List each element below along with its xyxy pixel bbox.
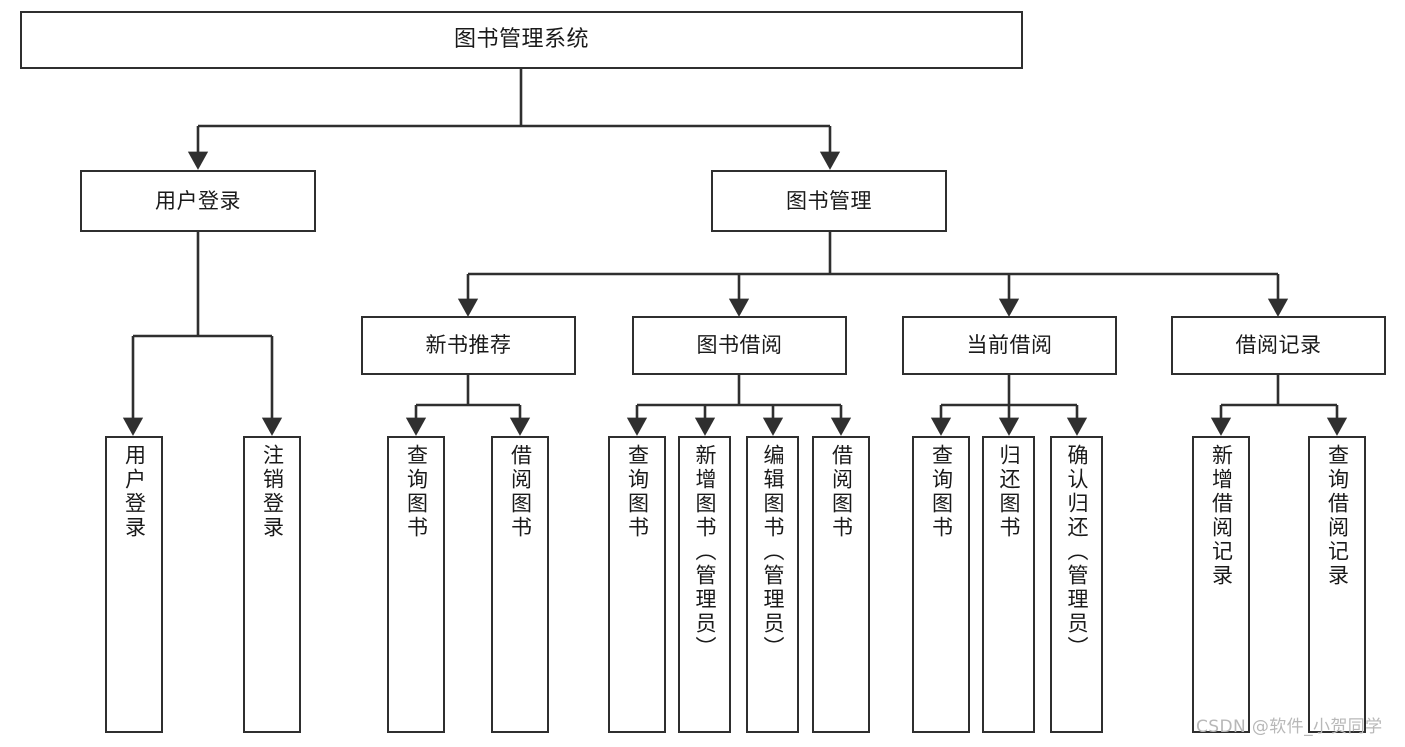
node-leaf-add-book-admin-label: 新增图书（管理员） [693, 444, 717, 660]
node-leaf-return-book[interactable]: 归还图书 [982, 436, 1035, 733]
node-leaf-edit-book-admin[interactable]: 编辑图书（管理员） [746, 436, 799, 733]
node-book-management-label: 图书管理 [786, 188, 872, 213]
node-book-borrow[interactable]: 图书借阅 [632, 316, 847, 375]
node-leaf-query-borrow-record[interactable]: 查询借阅记录 [1308, 436, 1366, 733]
node-leaf-confirm-return-admin[interactable]: 确认归还（管理员） [1050, 436, 1103, 733]
node-leaf-query-book-current-label: 查询图书 [929, 444, 954, 540]
node-current-borrow[interactable]: 当前借阅 [902, 316, 1117, 375]
node-leaf-query-book-current[interactable]: 查询图书 [912, 436, 970, 733]
node-book-borrow-label: 图书借阅 [696, 333, 783, 358]
node-leaf-logout[interactable]: 注销登录 [243, 436, 301, 733]
node-leaf-return-book-label: 归还图书 [997, 444, 1021, 540]
node-leaf-edit-book-admin-label: 编辑图书（管理员） [761, 444, 785, 660]
node-leaf-logout-label: 注销登录 [260, 444, 285, 540]
node-borrow-records[interactable]: 借阅记录 [1171, 316, 1386, 375]
node-leaf-query-book-new[interactable]: 查询图书 [387, 436, 445, 733]
node-leaf-user-login[interactable]: 用户登录 [105, 436, 163, 733]
node-leaf-query-borrow-record-label: 查询借阅记录 [1325, 444, 1350, 588]
node-leaf-query-book-borrow[interactable]: 查询图书 [608, 436, 666, 733]
node-leaf-query-book-borrow-label: 查询图书 [625, 444, 650, 540]
node-user-login[interactable]: 用户登录 [80, 170, 316, 232]
node-book-management[interactable]: 图书管理 [711, 170, 947, 232]
node-leaf-confirm-return-admin-label: 确认归还（管理员） [1065, 444, 1089, 660]
node-leaf-borrow-book[interactable]: 借阅图书 [812, 436, 870, 733]
node-borrow-records-label: 借阅记录 [1235, 333, 1322, 358]
node-leaf-borrow-book-label: 借阅图书 [829, 444, 854, 540]
node-user-login-label: 用户登录 [155, 188, 241, 213]
node-leaf-user-login-label: 用户登录 [122, 444, 147, 540]
node-leaf-add-borrow-record-label: 新增借阅记录 [1209, 444, 1234, 588]
node-leaf-borrow-book-new-label: 借阅图书 [508, 444, 533, 540]
node-new-book-recommend[interactable]: 新书推荐 [361, 316, 576, 375]
node-leaf-query-book-new-label: 查询图书 [404, 444, 429, 540]
watermark-text: CSDN @软件_小贺同学 [1196, 717, 1383, 737]
node-leaf-add-borrow-record[interactable]: 新增借阅记录 [1192, 436, 1250, 733]
node-current-borrow-label: 当前借阅 [966, 333, 1053, 358]
node-leaf-add-book-admin[interactable]: 新增图书（管理员） [678, 436, 731, 733]
node-new-book-recommend-label: 新书推荐 [425, 333, 512, 358]
node-root[interactable]: 图书管理系统 [20, 11, 1023, 69]
node-leaf-borrow-book-new[interactable]: 借阅图书 [491, 436, 549, 733]
node-root-label: 图书管理系统 [453, 26, 589, 52]
